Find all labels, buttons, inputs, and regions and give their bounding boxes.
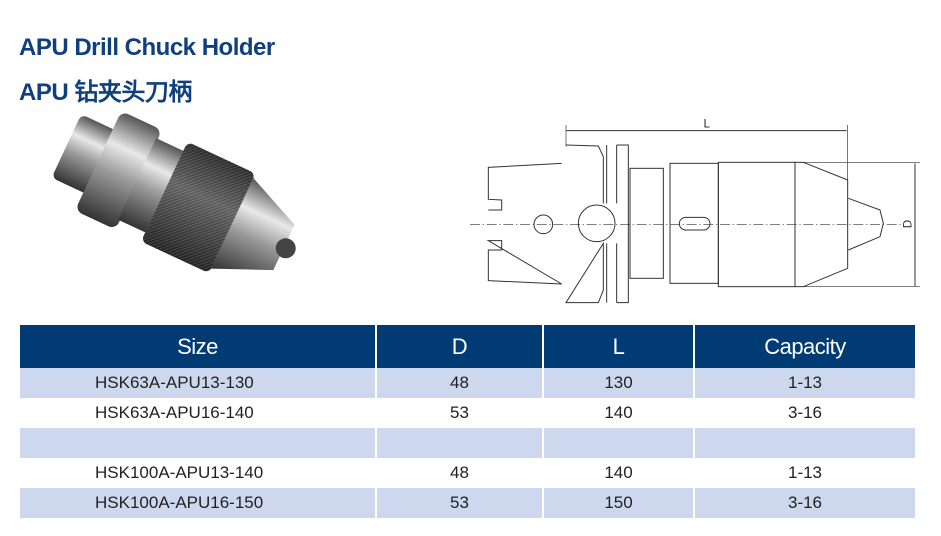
specification-table: Size D L Capacity HSK63A-APU13-130 48 13… — [20, 325, 915, 518]
dimension-label-d: D — [901, 219, 915, 228]
header-d: D — [375, 325, 543, 368]
cell-d — [375, 428, 543, 458]
cell-l: 130 — [542, 368, 694, 398]
table-row: HSK100A-APU16-150 53 150 3-16 — [20, 488, 915, 518]
cell-l: 150 — [542, 488, 694, 518]
cell-l: 140 — [542, 458, 694, 488]
page-subtitle-chinese: APU 钻夹头刀柄 — [19, 79, 192, 106]
table-row: HSK63A-APU13-130 48 130 1-13 — [20, 368, 915, 398]
header-l: L — [542, 325, 694, 368]
cell-l — [542, 428, 694, 458]
table-row: HSK100A-APU13-140 48 140 1-13 — [20, 458, 915, 488]
technical-drawing: L D — [470, 116, 920, 304]
cell-size: HSK100A-APU13-140 — [20, 458, 376, 488]
header-capacity: Capacity — [693, 325, 915, 368]
cell-l: 140 — [542, 398, 694, 428]
product-photo — [53, 113, 296, 272]
cell-d: 53 — [375, 398, 543, 428]
cell-size — [20, 428, 376, 458]
header-size: Size — [20, 325, 376, 368]
cell-capacity: 1-13 — [693, 368, 915, 398]
cell-capacity — [693, 428, 915, 458]
page-title: APU Drill Chuck Holder — [19, 34, 275, 61]
cell-d: 48 — [375, 368, 543, 398]
table-row-empty — [20, 428, 915, 458]
cell-d: 48 — [375, 458, 543, 488]
table-header-row: Size D L Capacity — [20, 325, 915, 368]
dimension-label-l: L — [703, 116, 710, 130]
cell-size: HSK63A-APU16-140 — [20, 398, 376, 428]
cell-capacity: 3-16 — [693, 488, 915, 518]
table-row: HSK63A-APU16-140 53 140 3-16 — [20, 398, 915, 428]
cell-capacity: 3-16 — [693, 398, 915, 428]
cell-capacity: 1-13 — [693, 458, 915, 488]
cell-size: HSK100A-APU16-150 — [20, 488, 376, 518]
cell-size: HSK63A-APU13-130 — [20, 368, 376, 398]
cell-d: 53 — [375, 488, 543, 518]
